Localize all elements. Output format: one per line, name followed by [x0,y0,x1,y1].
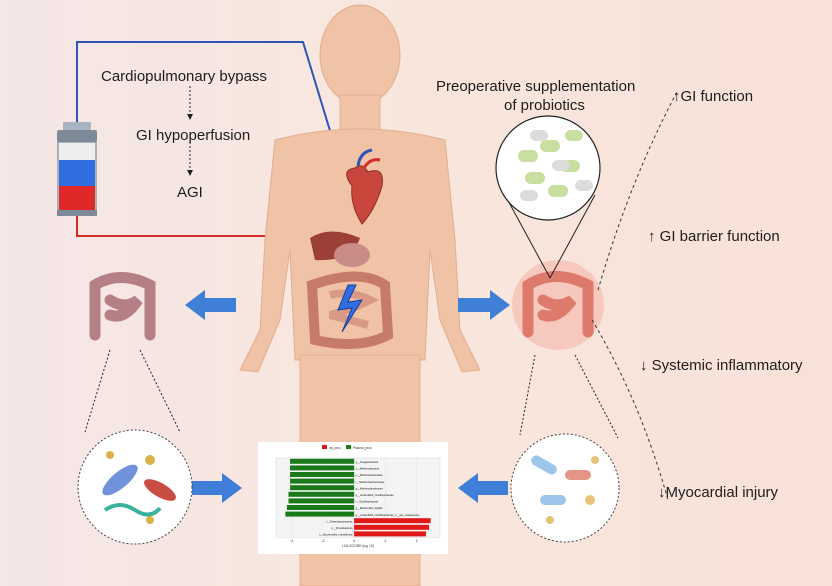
lda-bar [354,531,426,537]
x-tick-label: -2 [321,539,324,543]
legend-label-red: cw_proc [329,446,341,450]
lda-chart-svg: cw_proc Plasma_proc -4 -2 0 2 4 g__Coagaribacte… [275,445,441,548]
legend-label-green: Plasma_proc [353,446,372,450]
x-tick-label: 2 [384,539,386,543]
lda-bar-label: s__Bacteroides_massiliensis [319,533,353,537]
cpb-reservoir-icon [57,122,97,216]
lda-bar [285,511,355,517]
venous-line [76,41,346,181]
legend-swatch-red [322,445,327,449]
abdominal-organs-icon [306,231,394,349]
arrow-from-probiotics [458,473,508,503]
probiotics-label-line2: of probiotics [504,97,585,114]
lda-bar-label: f__Oscillospiraceae [355,500,378,504]
intestine-right-icon [512,260,604,350]
flow-step-hypoperfusion: GI hypoperfusion [136,127,251,144]
lda-bar [290,465,355,471]
up-arrow-icon: ↑ [673,88,681,105]
legend-swatch-green [346,445,351,449]
lda-bar [288,498,355,504]
flow-step-cpb: Cardiopulmonary bypass [101,68,267,85]
injury-bolt-icon [337,284,363,333]
heart-icon [346,148,383,225]
lda-bar [354,518,431,524]
lda-bar-label: p__Proteobacteria [331,526,353,530]
down-arrow-icon: ↓ [658,484,666,501]
intestine-left-icon [89,272,156,341]
left-arrow-top [185,290,236,320]
x-tick-label: 0 [353,539,355,543]
lda-bar-label: g__Methanobrevibacter [356,486,383,490]
outcome-gi-function: ↑GI function [673,88,754,105]
lda-bar [290,478,355,484]
lda-bar [290,472,355,477]
lda-bar-label: f__Enterobacteriaceae [326,519,353,523]
x-axis-label: LDA SCORE (log 10) [342,544,374,548]
outcome-myocardial-injury: ↓Myocardial injury [658,484,779,501]
down-arrow-icon: ↓ [640,357,648,374]
plot-area [275,457,441,538]
probiotics-label-line1: Preoperative supplementation [436,78,636,95]
pathogen-circle [77,429,193,545]
lda-chart: cw_proc Plasma_proc -4 -2 0 2 4 g__Coagaribacte… [258,442,448,554]
right-arrow-top [458,290,510,320]
lda-bar [290,485,355,491]
lda-bar-label: g__unidentified_Oscillospiraceae [356,493,395,497]
lda-bar [290,458,355,464]
lda-bar-label: o__Methanobacteriales [356,473,384,477]
lda-bar-label: g__Coagaribacteria [356,460,379,464]
lda-bar [288,491,355,497]
beneficial-microbe-circle [510,433,620,543]
lda-bar [286,505,355,510]
outcome-systemic-inflammatory: ↓ Systemic inflammatory [640,357,803,374]
up-arrow-icon: ↑ [648,228,656,245]
outcome-gi-barrier: ↑ GI barrier function [648,228,780,245]
x-tick-label: 4 [416,539,418,543]
outcome-link-up [597,89,679,291]
outcome-link-down [591,319,669,501]
x-tick-label: -4 [290,539,293,543]
lda-bar [354,524,430,530]
flow-step-agi: AGI [177,184,203,201]
lda-bar-label: g__Bacteroides_fragilis [356,506,384,510]
lda-bar-label: c__Methanobacteria [356,467,380,471]
lda-bar-label: f__Methanobacteriaceae [355,480,384,484]
lda-bar-label: g__unidentified_Oscillospiraceae_s__gut_… [356,513,420,517]
arrow-to-chart [192,473,242,503]
probiotic-capsules-circle [495,115,601,221]
